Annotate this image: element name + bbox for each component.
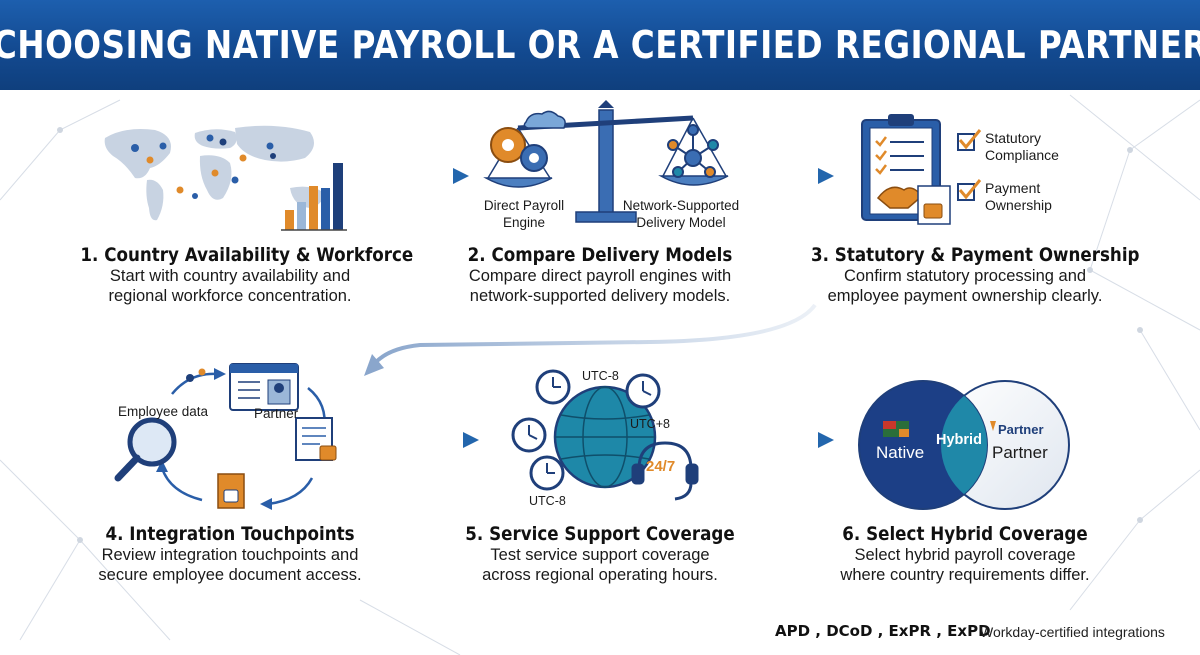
step-title: 3. Statutory & Payment Ownership bbox=[811, 244, 1140, 266]
gears-icon bbox=[490, 110, 566, 172]
step-desc-line1: Start with country availability and bbox=[109, 267, 351, 285]
venn-native-label: Native bbox=[876, 443, 925, 462]
step-desc-line2: regional workforce concentration. bbox=[108, 287, 352, 305]
step-desc-line2: secure employee document access. bbox=[98, 566, 362, 584]
scale-left-label: Direct Payroll Engine bbox=[483, 198, 565, 230]
scale-right-label: Network-Supported Delivery Model bbox=[622, 198, 740, 230]
venn-partner-label: Partner bbox=[992, 443, 1048, 462]
employee-data-label: Employee data bbox=[118, 404, 209, 419]
header-banner: CHOOSING NATIVE PAYROLL OR A CERTIFIED R… bbox=[0, 0, 1200, 90]
clock-icon bbox=[535, 369, 571, 405]
step-desc-line2: employee payment ownership clearly. bbox=[827, 287, 1103, 305]
clock-icon bbox=[529, 455, 565, 491]
step-title: 5. Service Support Coverage bbox=[465, 523, 735, 545]
checklist-item-payment: Payment Ownership bbox=[985, 180, 1052, 213]
clock-icon bbox=[511, 417, 547, 453]
step-desc-line2: network-supported delivery models. bbox=[469, 287, 731, 305]
arrow-right-icon bbox=[375, 168, 469, 184]
clock-label-right: UTC+8 bbox=[630, 417, 670, 431]
step-title: 4. Integration Touchpoints bbox=[105, 523, 355, 545]
step-4: 4. Integration Touchpoints Review integr… bbox=[65, 523, 395, 585]
step-desc-line1: Review integration touchpoints and bbox=[101, 546, 359, 564]
venn-diagram bbox=[858, 380, 1070, 510]
venn-hybrid-label: Hybrid bbox=[936, 432, 982, 448]
step-2: 2. Compare Delivery Models Compare direc… bbox=[430, 244, 770, 306]
step-5: 5. Service Support Coverage Test service… bbox=[435, 523, 765, 585]
integration-cycle-icon bbox=[114, 363, 337, 510]
checklist-item-statutory: Statutory Compliance bbox=[985, 130, 1059, 163]
footer-note: Workday-certified integrations bbox=[980, 624, 1165, 640]
arrow-right-icon bbox=[725, 432, 834, 448]
clipboard-checklist-icon bbox=[861, 114, 982, 225]
partner-label: Partner bbox=[254, 406, 299, 421]
step-title: 6. Select Hybrid Coverage bbox=[842, 523, 1088, 545]
venn-partner-logo: Partner bbox=[998, 422, 1044, 437]
clock-label-top: UTC-8 bbox=[582, 369, 619, 383]
network-nodes-icon bbox=[667, 124, 719, 178]
page-title: CHOOSING NATIVE PAYROLL OR A CERTIFIED R… bbox=[0, 23, 1200, 67]
step-6: 6. Select Hybrid Coverage Select hybrid … bbox=[800, 523, 1130, 585]
step-title: 2. Compare Delivery Models bbox=[467, 244, 733, 266]
step-1: 1. Country Availability & Workforce Star… bbox=[60, 244, 414, 306]
arrow-right-icon bbox=[735, 168, 834, 184]
clock-icon bbox=[625, 373, 661, 409]
step-title: 1. Country Availability & Workforce bbox=[80, 244, 414, 266]
clock-label-bottom: UTC-8 bbox=[529, 494, 566, 508]
support-24-7-label: 24/7 bbox=[646, 458, 676, 475]
magnifier-icon bbox=[114, 417, 177, 482]
globe-clocks-icon bbox=[511, 369, 699, 501]
arrow-right-icon bbox=[380, 432, 479, 448]
step-desc-line2: across regional operating hours. bbox=[482, 566, 718, 584]
step-3: 3. Statutory & Payment Ownership Confirm… bbox=[790, 244, 1140, 306]
curved-return-arrow-icon bbox=[364, 303, 817, 376]
headset-icon bbox=[631, 441, 699, 501]
footer-codes: APD , DCoD , ExPR , ExPD bbox=[775, 622, 991, 640]
step-desc-line1: Confirm statutory processing and bbox=[843, 267, 1087, 285]
step-desc-line1: Test service support coverage bbox=[490, 546, 710, 564]
step-desc-line1: Compare direct payroll engines with bbox=[468, 267, 732, 285]
step-desc-line2: where country requirements differ. bbox=[840, 566, 1090, 584]
world-map-icon bbox=[104, 125, 347, 231]
step-desc-line1: Select hybrid payroll coverage bbox=[854, 546, 1076, 564]
balance-scale-icon bbox=[483, 100, 729, 223]
